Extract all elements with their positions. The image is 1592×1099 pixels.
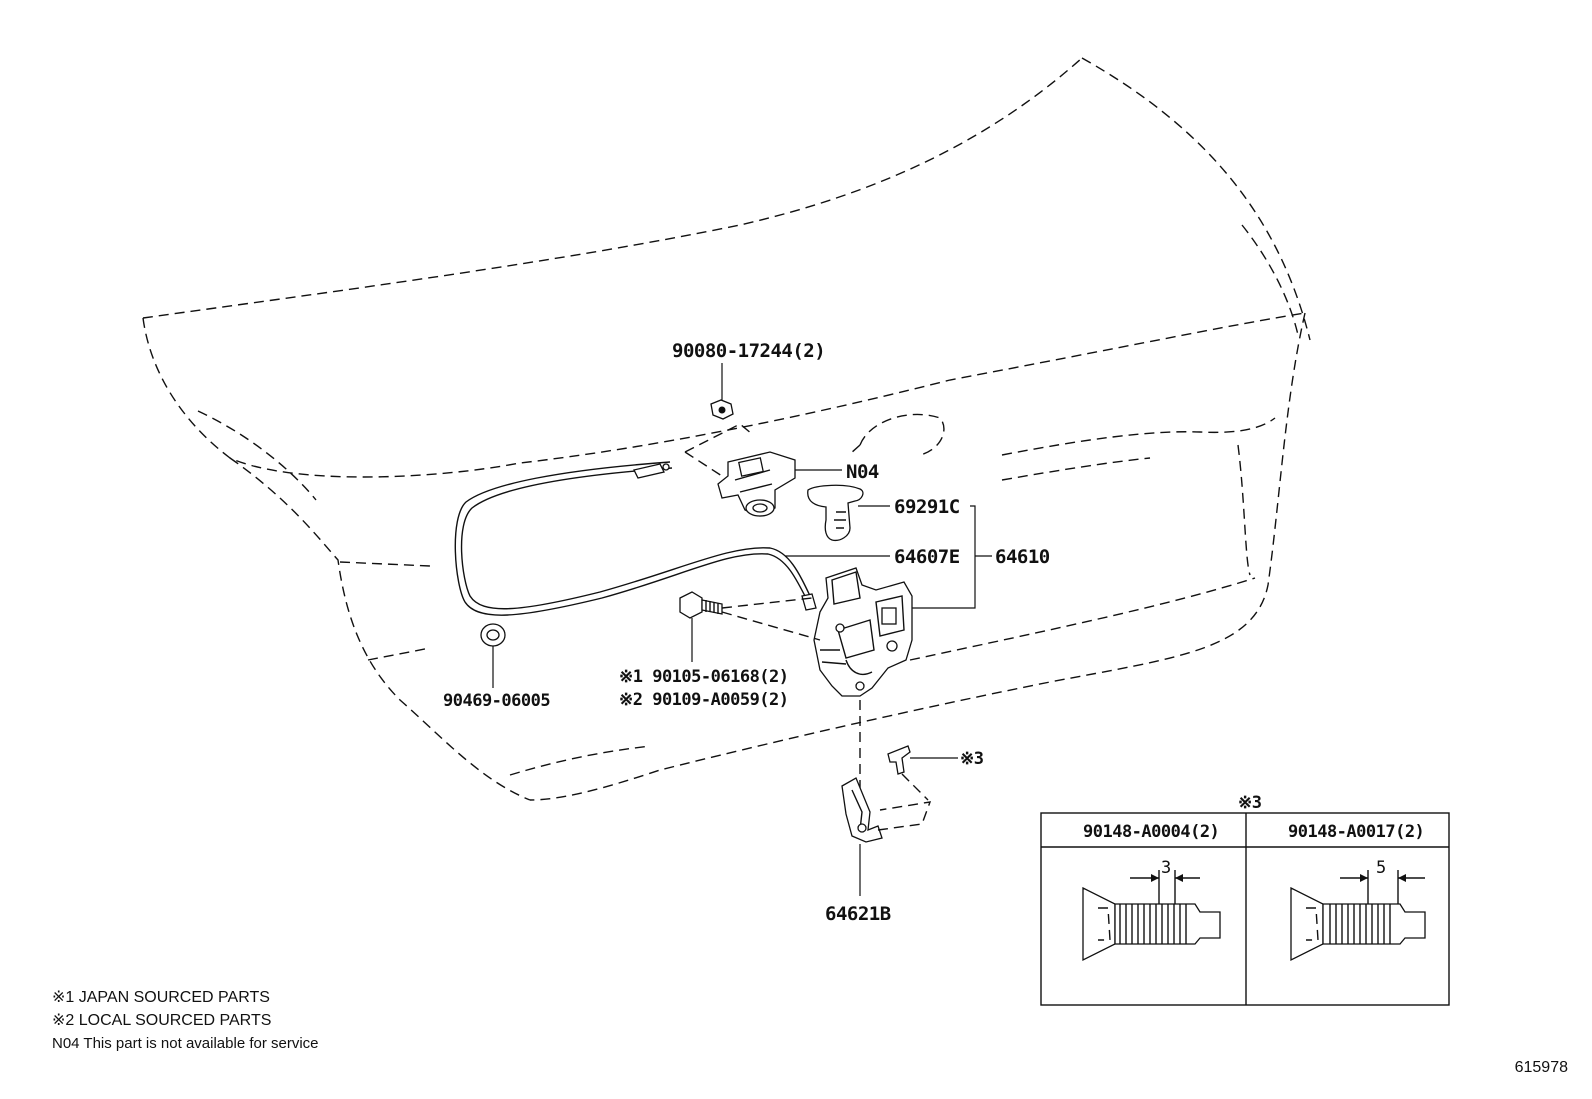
grommet-90469-part [480,623,506,647]
detail-col1-part: 90148-A0004(2) [1083,822,1219,842]
detail-col2-dimension: 5 [1376,858,1386,878]
trunk-lid-outline [142,57,1311,801]
lock-assembly-64610-part [813,567,913,697]
callout-90469-06005: 90469-06005 [443,691,550,711]
striker-64621b-part [841,777,883,843]
callout-64621b: 64621B [825,903,891,925]
detail-col1-dimension: 3 [1161,858,1171,878]
n04-actuator-part [717,451,796,517]
screw-90148-part [887,745,911,775]
detail-table-marker: ※3 [1238,793,1262,813]
callout-64610: 64610 [995,546,1050,568]
callout-bolt-japan: ※1 90105-06168(2) [619,667,789,687]
note-n04-not-available: N04 This part is not available for servi… [52,1035,319,1052]
screw-detail-table: ※3 90148-A0004(2) 90148-A0017(2) 3 [1040,793,1450,1006]
diagram-id: 615978 [1514,1059,1568,1076]
callout-bolt-local: ※2 90109-A0059(2) [619,690,789,710]
bolt-90105-part [679,591,723,619]
callout-screw-ref: ※3 [960,749,984,769]
detail-screw-1: 3 [1082,858,1221,962]
detail-col2-part: 90148-A0017(2) [1288,822,1424,842]
handle-69291c-part [807,484,864,542]
detail-screw-2: 5 [1290,858,1426,962]
cable-64607e-part [454,461,817,616]
callout-90080-17244: 90080-17244(2) [672,340,825,362]
callout-69291c: 69291C [894,496,960,518]
note-local-sourced: ※2 LOCAL SOURCED PARTS [52,1012,272,1029]
footnotes: ※1 JAPAN SOURCED PARTS ※2 LOCAL SOURCED … [52,986,319,1055]
callout-n04: N04 [846,461,879,483]
callout-64607e: 64607E [894,546,960,568]
nut-90080-part [710,399,734,420]
note-japan-sourced: ※1 JAPAN SOURCED PARTS [52,989,270,1006]
